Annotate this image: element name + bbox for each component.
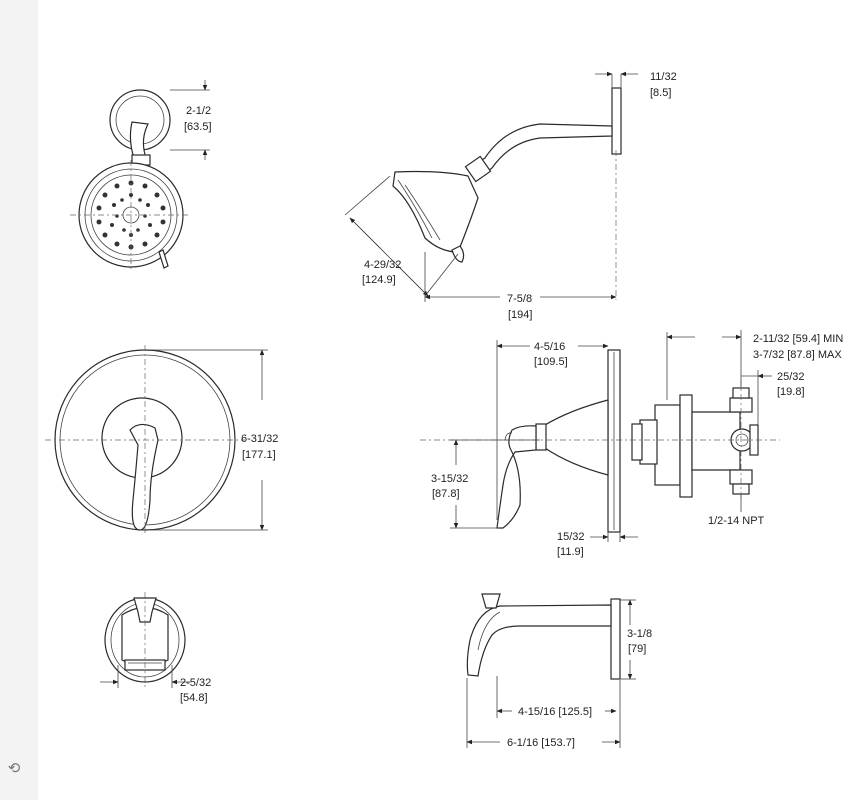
height-dim: 3-15/32 <box>431 473 468 485</box>
valve-side-view: 4-5/16 [109.5] 2-11/32 [59.4] MIN 3-7/32… <box>420 330 843 558</box>
spout-front-dim: 2-5/32 <box>180 677 211 689</box>
showerhead-side-view: 11/32 [8.5] 4-29/32 [124.9] 7-5/8 [194] <box>344 71 677 321</box>
spout-front-view: 2-5/32 [54.8] <box>100 592 211 704</box>
spout-side-view: 3-1/8 [79] 4-15/16 [125.5] 6-1/16 [153.7… <box>466 593 652 749</box>
lever-dim-mm: [109.5] <box>534 356 568 368</box>
min-dim: 2-11/32 [59.4] MIN <box>753 333 843 345</box>
trim-dim: 6-31/32 <box>241 433 278 445</box>
showerhead-front-view: 2-1/2 [63.5] <box>70 80 212 272</box>
reset-view-button[interactable]: ⟲ <box>4 758 24 778</box>
trim-dim-mm: [177.1] <box>242 449 276 461</box>
spout-height-dim-mm: [79] <box>628 643 646 655</box>
spout-front-dim-mm: [54.8] <box>180 692 208 704</box>
offset-dim: 25/32 <box>777 371 805 383</box>
flange-dim-mm: [8.5] <box>650 87 671 99</box>
flange-dim: 11/32 <box>650 71 677 83</box>
showerhead-front-dim-mm: [63.5] <box>184 121 212 133</box>
face-dim: 4-29/32 <box>364 259 401 271</box>
max-dim: 3-7/32 [87.8] MAX <box>753 349 842 361</box>
trim-front-view: 6-31/32 [177.1] <box>45 345 278 535</box>
spout-reach-dim: 4-15/16 [125.5] <box>518 706 592 718</box>
height-dim-mm: [87.8] <box>432 488 460 500</box>
plate-dim-mm: [11.9] <box>557 546 584 558</box>
plate-dim: 15/32 <box>557 531 585 543</box>
npt-label: 1/2-14 NPT <box>708 515 765 527</box>
offset-dim-mm: [19.8] <box>777 386 805 398</box>
reach-dim: 7-5/8 <box>507 293 532 305</box>
face-dim-mm: [124.9] <box>362 274 396 286</box>
showerhead-front-dim: 2-1/2 <box>186 105 211 117</box>
spout-height-dim: 3-1/8 <box>627 628 652 640</box>
reach-dim-mm: [194] <box>508 309 532 321</box>
rotate-ccw-icon: ⟲ <box>7 760 21 777</box>
spout-length-dim: 6-1/16 [153.7] <box>507 737 575 749</box>
left-toolbar-strip <box>0 0 38 800</box>
lever-dim: 4-5/16 <box>534 341 565 353</box>
